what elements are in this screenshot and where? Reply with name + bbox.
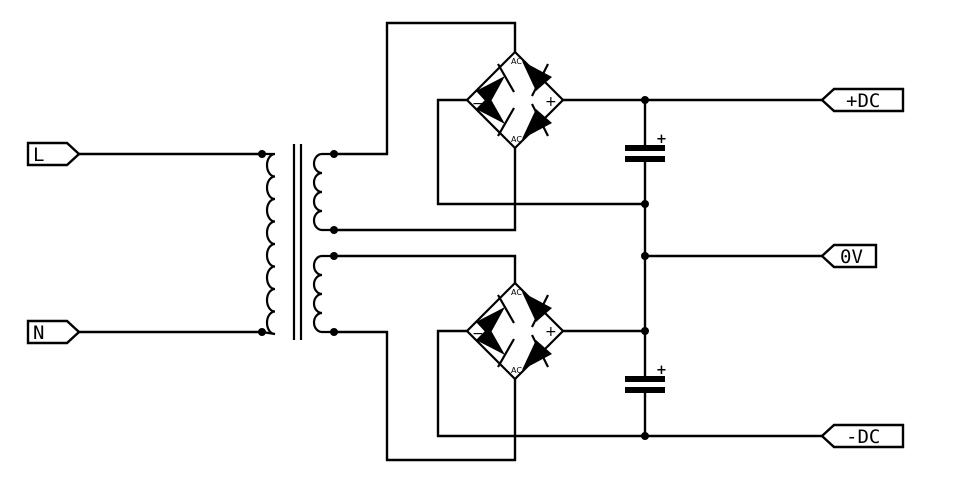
diode-lower-3 — [476, 327, 515, 368]
diode-upper-3 — [476, 96, 515, 137]
secondary-winding-upper — [312, 152, 334, 232]
secondary-winding-lower — [312, 254, 334, 334]
wire-sec1-to-bridge1-top — [332, 21, 517, 156]
bridge-upper-ac-bottom: AC — [511, 135, 522, 144]
bridge-upper-ac-top: AC — [511, 57, 522, 66]
diode-lower-1 — [476, 294, 515, 336]
node-lower-pos — [641, 327, 649, 335]
node-primary-top — [258, 150, 266, 158]
port-pos-dc: +DC — [820, 87, 905, 113]
port-pos-dc-label: +DC — [846, 90, 880, 112]
port-neg-dc-label: -DC — [846, 426, 880, 448]
wire-sec2-to-bridge2-bottom — [332, 330, 517, 462]
node-zero-volt — [641, 252, 649, 260]
port-zero-volt: 0V — [820, 243, 878, 269]
node-primary-bottom — [258, 328, 266, 336]
bridge-lower-ac-top: AC — [511, 288, 522, 297]
wire-bridge2-neg — [436, 329, 647, 438]
bridge-lower-ac-bottom: AC — [511, 366, 522, 375]
diode-upper-2 — [522, 61, 552, 97]
bridge-rectifier-upper: AC AC − + — [465, 50, 565, 150]
primary-winding — [261, 152, 276, 336]
wire-sec1-to-bridge1-bottom — [332, 146, 517, 232]
capacitor-lower: + — [625, 363, 667, 393]
port-line-label: L — [33, 144, 44, 166]
port-neutral-label: N — [33, 322, 44, 344]
port-zero-volt-label: 0V — [840, 246, 863, 268]
port-neutral: N — [26, 319, 81, 345]
bridge-upper-plus: + — [545, 94, 557, 110]
capacitor-upper: + — [625, 132, 667, 162]
port-neg-dc: -DC — [820, 423, 905, 449]
diode-upper-4 — [522, 103, 552, 139]
wire-sec2-to-bridge2-top — [332, 254, 517, 285]
node-pos-dc — [641, 96, 649, 104]
diode-upper-1 — [476, 63, 515, 105]
bridge-lower-plus: + — [545, 324, 557, 340]
node-upper-neg — [641, 200, 649, 208]
transformer — [261, 144, 334, 340]
wire-bridge1-neg — [436, 98, 647, 206]
bridge-rectifier-lower: AC AC − + — [465, 281, 565, 381]
capacitor-upper-polarity: + — [656, 132, 667, 147]
diode-lower-2 — [522, 292, 552, 328]
capacitor-lower-polarity: + — [656, 363, 667, 378]
port-line: L — [26, 141, 81, 167]
bridge-upper-minus: − — [472, 96, 484, 112]
node-neg-dc — [641, 432, 649, 440]
bridge-lower-minus: − — [472, 326, 484, 342]
diode-lower-4 — [522, 334, 552, 370]
